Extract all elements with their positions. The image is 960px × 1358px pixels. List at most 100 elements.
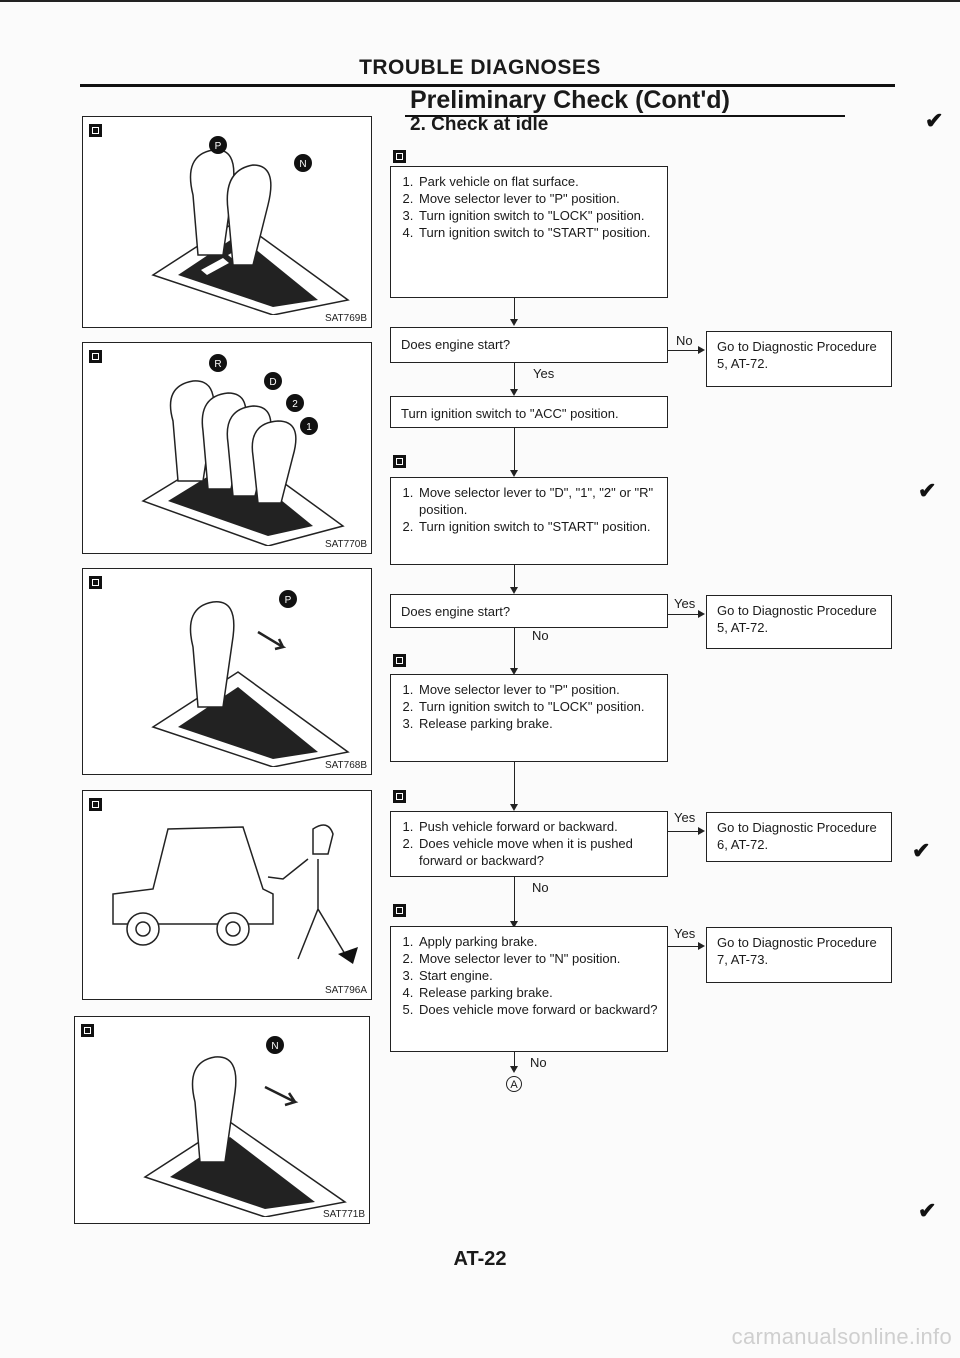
figure-code: SAT771B	[322, 1209, 365, 1220]
list-item: Apply parking brake.	[417, 933, 659, 950]
check-mark-icon: ✔	[918, 478, 937, 503]
top-rule	[0, 0, 960, 2]
branch-label-no: No	[530, 1055, 547, 1070]
push-vehicle-illustration	[112, 824, 358, 964]
figure-code: SAT768B	[324, 760, 367, 771]
section-tag-d	[89, 798, 102, 811]
section-title: TROUBLE DIAGNOSES	[359, 56, 601, 79]
connector-line	[668, 614, 698, 615]
step-box-a: Park vehicle on flat surface. Move selec…	[390, 166, 668, 298]
step-box-b: Move selector lever to "D", "1", "2" or …	[390, 477, 668, 565]
goto-box-4: Go to Diagnostic Procedure 7, AT-73.	[706, 927, 892, 983]
list-item: Move selector lever to "P" position.	[417, 190, 659, 207]
branch-label-yes: Yes	[674, 926, 696, 941]
right-arrow	[698, 610, 705, 618]
connector-line	[514, 565, 515, 589]
figure-code: SAT796A	[324, 985, 367, 996]
list-item: Move selector lever to "P" position.	[417, 681, 659, 698]
check-mark-icon: ✔	[918, 1198, 937, 1223]
badge-p: P	[285, 595, 292, 606]
figure-panel-d: SAT796A	[82, 790, 372, 1000]
connector-line	[668, 831, 698, 832]
badge-d: D	[269, 377, 276, 388]
connector-line	[514, 1052, 515, 1068]
figure-panel-e: N SAT771B	[74, 1016, 370, 1224]
connector-a: A	[506, 1076, 522, 1092]
acc-box: Turn ignition switch to "ACC" position.	[390, 396, 668, 428]
subtitle-rule	[405, 115, 845, 117]
right-arrow	[698, 942, 705, 950]
list-item: Start engine.	[417, 967, 659, 984]
step-box-c: Move selector lever to "P" position. Tur…	[390, 674, 668, 762]
connector-line	[514, 877, 515, 923]
figure-code: SAT769B	[324, 313, 367, 324]
section-tag-e	[393, 904, 406, 917]
step-box-e: Apply parking brake. Move selector lever…	[390, 926, 668, 1052]
branch-label-no: No	[676, 333, 693, 348]
badge-n: N	[271, 1041, 278, 1052]
figure-code: SAT770B	[324, 539, 367, 550]
right-arrow	[698, 827, 705, 835]
selector-lever-illustration: P N	[151, 136, 350, 315]
list-item: Release parking brake.	[417, 715, 659, 732]
branch-label-yes: Yes	[674, 596, 696, 611]
watermark: carmanualsonline.info	[731, 1324, 952, 1349]
section-tag-c	[89, 576, 102, 589]
branch-label-no: No	[532, 628, 549, 643]
decision-box-2: Does engine start?	[390, 594, 668, 628]
connector-line	[514, 628, 515, 670]
connector-line	[668, 350, 698, 351]
selector-lever-illustration: R D 2 1	[141, 354, 345, 546]
down-arrow	[510, 389, 518, 396]
list-item: Move selector lever to "N" position.	[417, 950, 659, 967]
down-arrow	[510, 319, 518, 326]
section-tag-c	[393, 654, 406, 667]
connector-line	[514, 363, 515, 391]
list-item: Turn ignition switch to "LOCK" position.	[417, 207, 659, 224]
branch-label-no: No	[532, 880, 549, 895]
list-item: Push vehicle forward or backward.	[417, 818, 659, 835]
down-arrow	[510, 921, 518, 928]
connector-line	[514, 428, 515, 472]
connector-line	[668, 946, 698, 947]
connector-line	[514, 298, 515, 320]
list-item: Release parking brake.	[417, 984, 659, 1001]
page-number: AT-22	[453, 1248, 507, 1270]
section-tag-e	[81, 1024, 94, 1037]
header-rule	[80, 84, 895, 87]
figure-panel-b: R D 2 1 SAT770B	[82, 342, 372, 554]
badge-p: P	[215, 141, 222, 152]
down-arrow	[510, 587, 518, 594]
list-item: Move selector lever to "D", "1", "2" or …	[417, 484, 659, 518]
list-item: Turn ignition switch to "LOCK" position.	[417, 698, 659, 715]
goto-box-1: Go to Diagnostic Procedure 5, AT-72.	[706, 331, 892, 387]
step-box-d: Push vehicle forward or backward. Does v…	[390, 811, 668, 877]
badge-n: N	[299, 159, 306, 170]
list-item: Does vehicle move forward or backward?	[417, 1001, 659, 1018]
figure-panel-c: P SAT768B	[82, 568, 372, 775]
section-tag-a	[89, 124, 102, 137]
branch-label-yes: Yes	[674, 810, 696, 825]
selector-lever-illustration: N	[143, 1036, 347, 1217]
goto-box-2: Go to Diagnostic Procedure 5, AT-72.	[706, 595, 892, 649]
branch-label-yes: Yes	[533, 366, 555, 381]
decision-box-1: Does engine start?	[390, 327, 668, 363]
badge-r: R	[214, 359, 221, 370]
goto-box-3: Go to Diagnostic Procedure 6, AT-72.	[706, 812, 892, 862]
section-tag-b	[89, 350, 102, 363]
page-subtitle: Preliminary Check (Cont'd)	[410, 86, 730, 114]
list-item: Turn ignition switch to "START" position…	[417, 518, 659, 535]
down-arrow	[510, 804, 518, 811]
section-tag-b	[393, 455, 406, 468]
connector-line	[514, 762, 515, 806]
section-tag-d	[393, 790, 406, 803]
badge-1: 1	[306, 422, 312, 433]
check-mark-icon: ✔	[912, 838, 931, 863]
list-item: Does vehicle move when it is pushed forw…	[417, 835, 659, 869]
badge-2: 2	[292, 399, 298, 410]
down-arrow	[510, 470, 518, 477]
list-item: Turn ignition switch to "START" position…	[417, 224, 659, 241]
check-mark-icon: ✔	[925, 108, 944, 133]
figure-panel-a: P N SAT769B	[82, 116, 372, 328]
step-heading: 2. Check at idle	[410, 114, 549, 135]
